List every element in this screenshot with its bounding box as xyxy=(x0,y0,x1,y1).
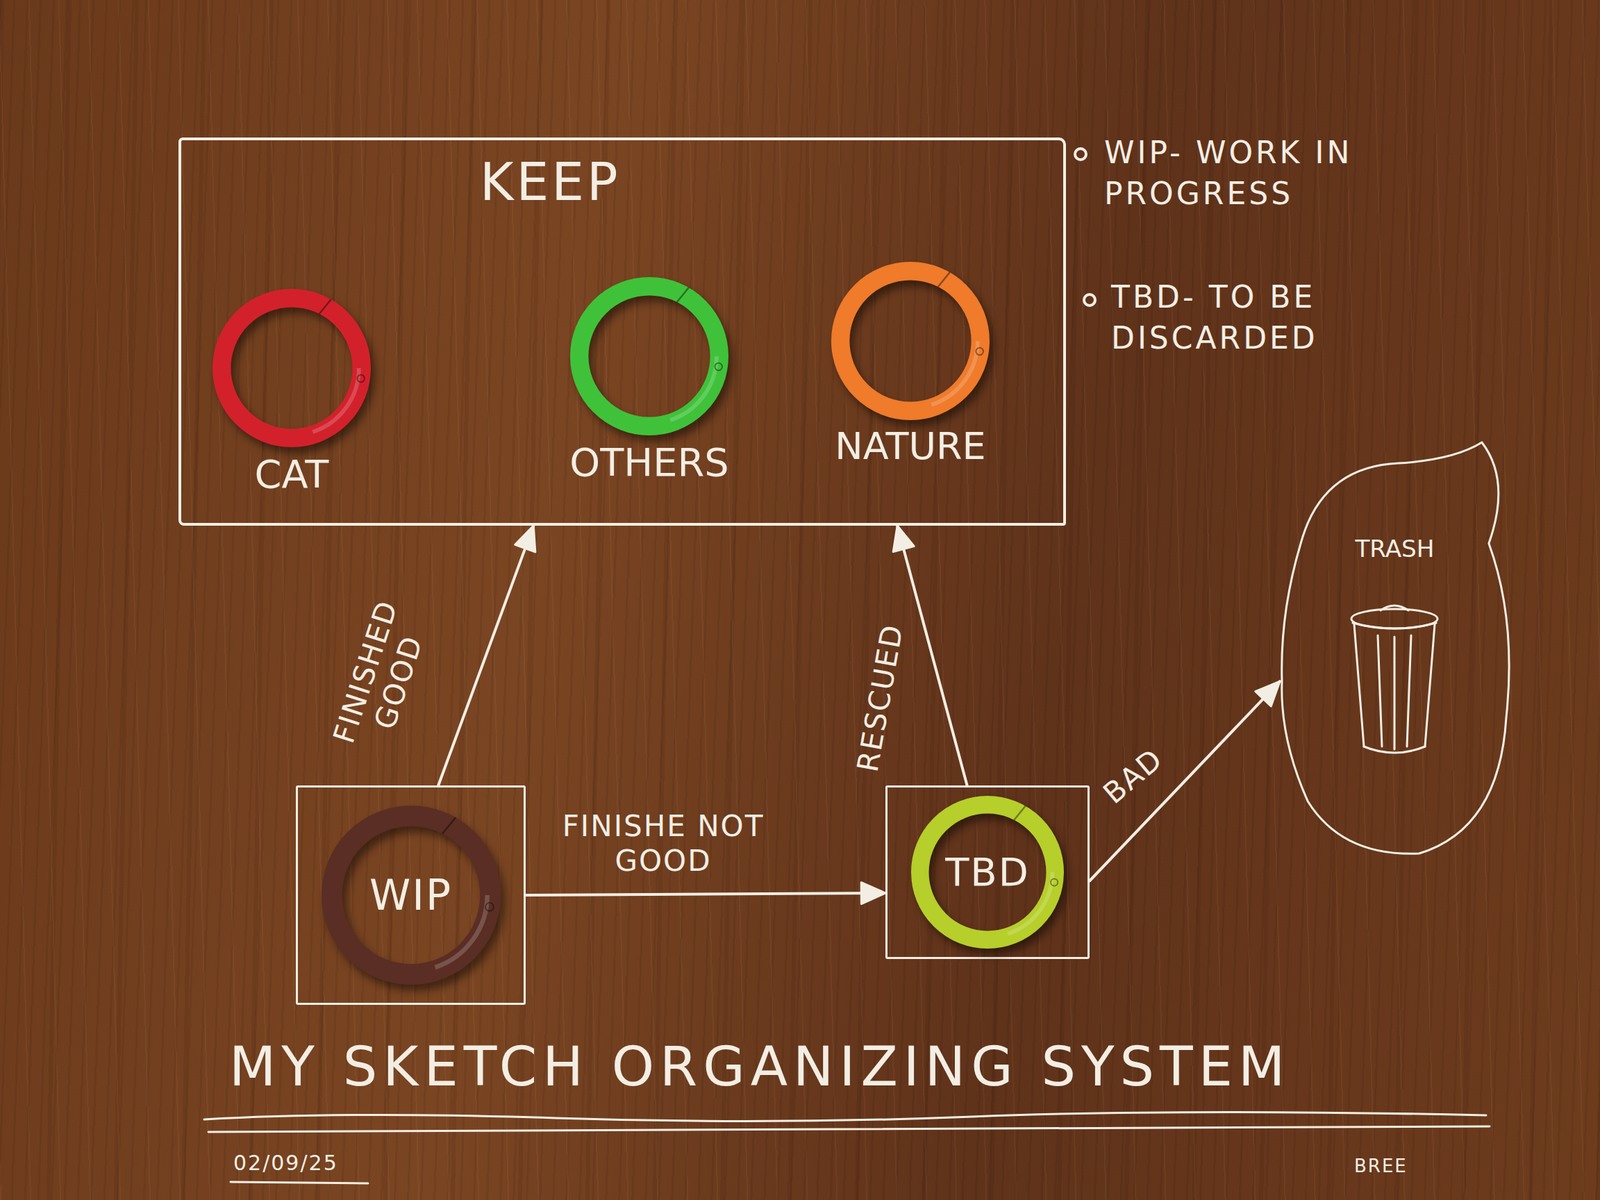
arrow-label: FINISHE NOT GOOD xyxy=(559,809,768,880)
arrow-head xyxy=(861,882,886,905)
flow-arrow xyxy=(1089,681,1280,881)
ring-seam xyxy=(938,272,950,287)
date-underline xyxy=(230,1181,369,1184)
ring-hinge xyxy=(356,375,365,383)
category-label: NATURE xyxy=(799,424,1022,470)
ring-body xyxy=(920,804,1055,940)
trash-blob-outline xyxy=(1281,442,1510,854)
flow-line xyxy=(525,893,886,896)
ring-body xyxy=(840,270,981,412)
group-heading: KEEP xyxy=(479,151,621,214)
author-signature: BREE xyxy=(1354,1154,1408,1179)
legend-note: WIP- WORK IN PROGRESS xyxy=(1104,131,1452,215)
flow-line xyxy=(438,525,534,786)
date-text: 02/09/25 xyxy=(233,1149,339,1178)
ring-hinge xyxy=(1050,878,1058,886)
trash-label: TRASH xyxy=(1279,534,1510,564)
flow-arrow xyxy=(438,525,536,786)
arrow-label: BAD xyxy=(1096,741,1171,812)
trash-can-icon xyxy=(1338,602,1450,762)
ring-highlight xyxy=(922,807,1053,938)
arrow-label: FINISHED GOOD xyxy=(319,573,446,780)
trash-bag: TRASH xyxy=(1279,438,1510,857)
ring-hinge xyxy=(975,347,984,356)
stage-label: WIP xyxy=(369,870,453,921)
note-bullet xyxy=(1075,148,1087,160)
arrow-head xyxy=(515,525,536,553)
category-ring: NATURE xyxy=(799,257,1022,470)
ring-illustration xyxy=(827,257,994,425)
flow-arrow xyxy=(525,882,886,905)
category-ring: CAT xyxy=(180,284,403,498)
trash-can-stroke xyxy=(1352,622,1437,629)
ring-highlight xyxy=(334,818,487,971)
arrow-head xyxy=(1255,681,1280,707)
stage-box: WIP xyxy=(295,785,526,1005)
stage-label: TBD xyxy=(945,848,1030,896)
ring-highlight xyxy=(843,273,978,409)
flow-line xyxy=(1089,681,1280,881)
category-label: OTHERS xyxy=(538,439,761,487)
ring-hinge xyxy=(484,902,494,912)
category-label: CAT xyxy=(180,451,403,498)
stage-box: TBD xyxy=(885,785,1090,960)
ring-hinge xyxy=(714,363,723,371)
ring-seam xyxy=(677,287,689,303)
ring-body xyxy=(221,297,362,439)
title-underline xyxy=(208,1126,1490,1132)
ring-illustration xyxy=(565,272,733,440)
legend-note: TBD- TO BE DISCARDED xyxy=(1111,276,1459,360)
flow-line xyxy=(897,525,967,786)
trash-can-stroke xyxy=(1351,609,1438,629)
ring-seam xyxy=(1013,806,1025,821)
ring-illustration xyxy=(208,284,375,452)
trash-can-stroke xyxy=(1380,605,1409,611)
arrow-head xyxy=(893,525,914,553)
ring-seam xyxy=(319,299,332,314)
ring-highlight xyxy=(581,288,717,424)
diagram-title: MY SKETCH ORGANIZING SYSTEM xyxy=(229,1034,1291,1100)
ring-seam xyxy=(442,817,456,834)
title-underline xyxy=(204,1111,1487,1121)
note-bullet xyxy=(1084,294,1096,306)
ring-body xyxy=(579,286,720,427)
trash-can-stroke xyxy=(1377,635,1412,750)
arrow-label: RESCUED xyxy=(850,621,911,775)
ring-body xyxy=(331,815,490,975)
ring-highlight xyxy=(224,300,360,436)
group-box: KEEP CAT OTHERS NATURE xyxy=(178,137,1066,526)
category-ring: OTHERS xyxy=(538,272,761,487)
